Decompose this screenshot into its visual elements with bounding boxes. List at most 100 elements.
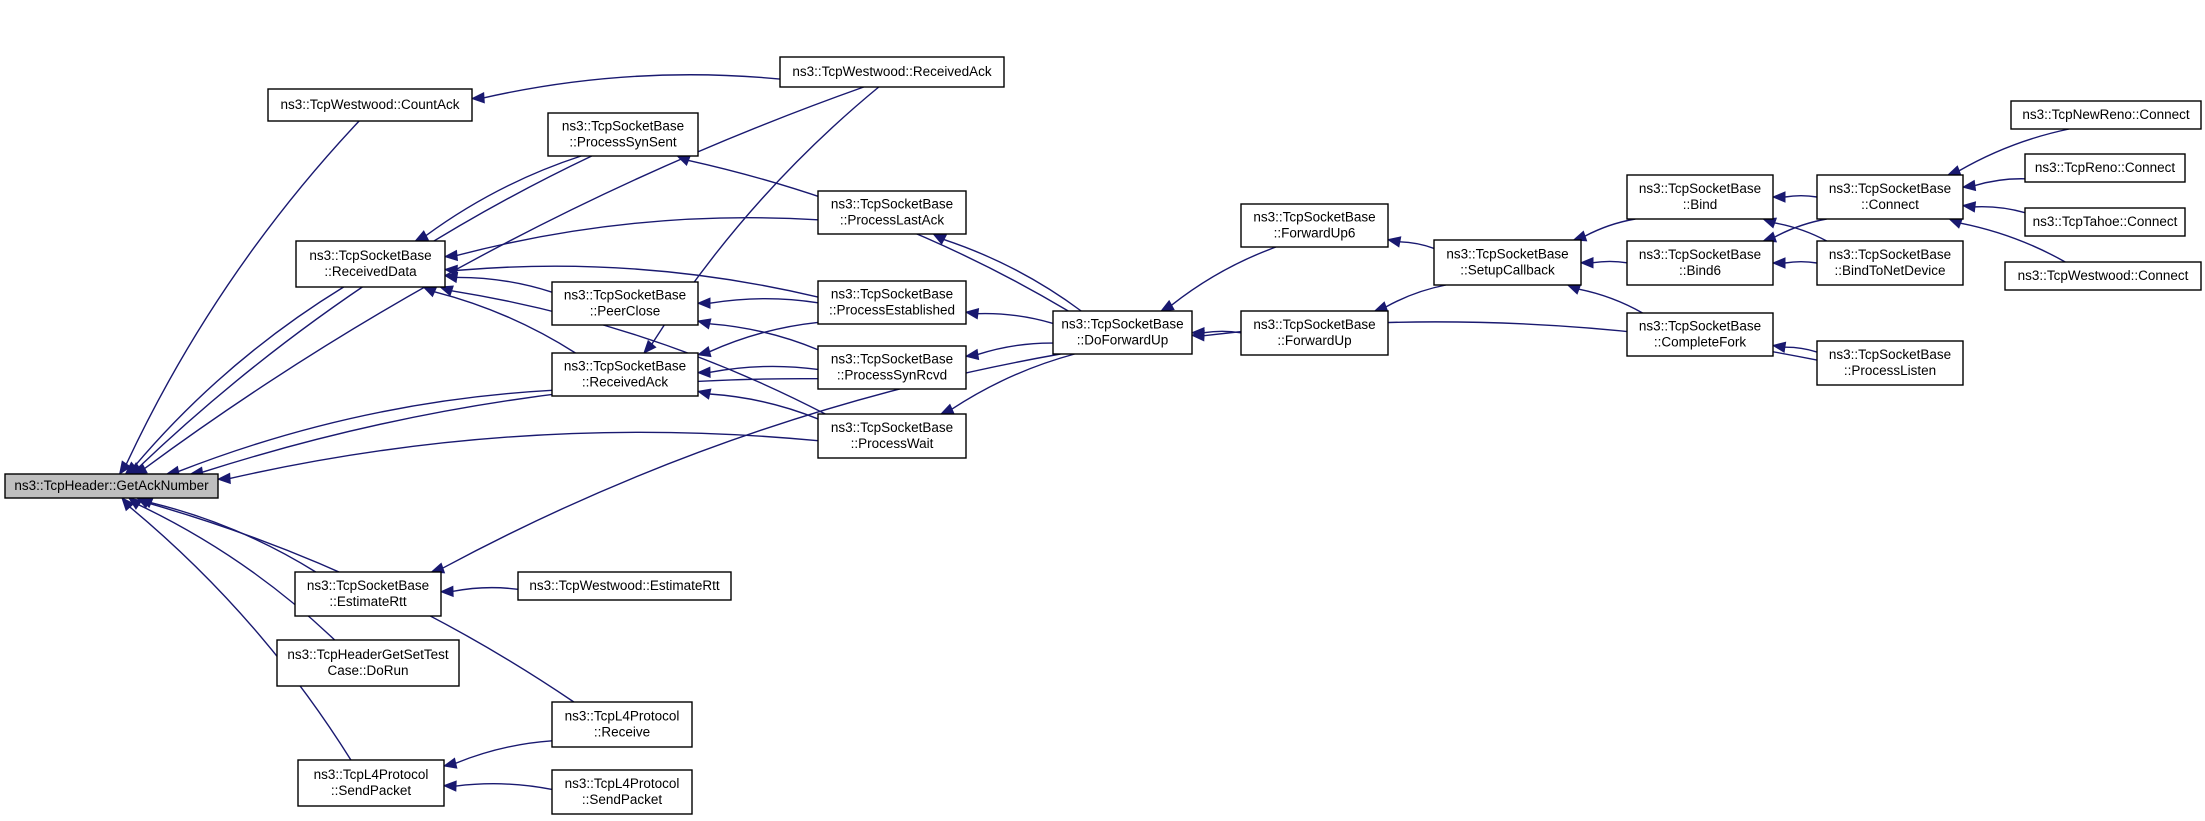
call-edge	[414, 155, 582, 242]
function-node[interactable]: ns3::TcpSocketBase::Connect	[1816, 174, 1964, 220]
call-edge	[443, 264, 819, 298]
node-label: ::SendPacket	[582, 792, 663, 807]
function-node[interactable]: ns3::TcpSocketBase::BindToNetDevice	[1816, 240, 1964, 286]
node-label: ::ForwardUp6	[1274, 226, 1356, 241]
function-node[interactable]: ns3::TcpWestwood::Connect	[2004, 261, 2202, 291]
call-edge	[696, 318, 819, 351]
call-edge	[1762, 218, 1827, 243]
node-label: ns3::TcpSocketBase	[564, 359, 686, 374]
function-node[interactable]: ns3::TcpL4Protocol::SendPacket	[551, 769, 693, 815]
call-edge	[696, 365, 819, 379]
function-node[interactable]: ns3::TcpSocketBase::Bind6	[1626, 240, 1774, 286]
call-edge	[1386, 236, 1435, 250]
call-edge	[1566, 283, 1643, 314]
function-node[interactable]: ns3::TcpSocketBase::ProcessEstablished	[817, 280, 967, 325]
node-box	[1626, 312, 1774, 357]
node-label: ns3::TcpNewReno::Connect	[2022, 107, 2190, 122]
node-label: ::ProcessWait	[851, 436, 934, 451]
node-label: ns3::TcpWestwood::CountAck	[280, 97, 459, 112]
call-edge	[124, 286, 345, 475]
function-node[interactable]: ns3::TcpSocketBase::EstimateRtt	[294, 571, 442, 617]
call-edge	[696, 388, 819, 420]
function-node[interactable]: ns3::TcpSocketBase::SetupCallback	[1433, 239, 1582, 286]
function-node[interactable]: ns3::TcpSocketBase::Bind	[1626, 174, 1774, 220]
function-node[interactable]: ns3::TcpSocketBase::ProcessWait	[817, 413, 967, 459]
node-box	[1626, 174, 1774, 220]
node-box	[551, 281, 699, 326]
call-edge	[127, 155, 593, 475]
node-label: ::SendPacket	[331, 783, 412, 798]
call-edge	[1961, 201, 2026, 214]
node-box	[1816, 340, 1964, 386]
node-box	[817, 345, 967, 390]
call-edge	[1771, 341, 1818, 353]
node-label: ::Bind	[1683, 197, 1718, 212]
node-label: ns3::TcpSocketBase	[1253, 317, 1375, 332]
node-label: ns3::TcpSocketBase	[1639, 319, 1761, 334]
node-label: ::Connect	[1861, 197, 1919, 212]
function-node[interactable]: ns3::TcpSocketBase::ForwardUp6	[1240, 203, 1389, 248]
function-node[interactable]: ns3::TcpL4Protocol::SendPacket	[297, 759, 445, 807]
call-edge	[216, 431, 819, 485]
call-edge	[964, 308, 1054, 325]
node-label: ns3::TcpSocketBase	[1446, 247, 1568, 262]
node-box	[817, 190, 967, 235]
node-box	[551, 769, 693, 815]
node-label: ::ProcessLastAck	[840, 213, 945, 228]
call-edge	[443, 271, 553, 293]
node-label: ns3::TcpSocketBase	[562, 119, 684, 134]
function-node[interactable]: ns3::TcpWestwood::CountAck	[267, 88, 473, 122]
function-node[interactable]: ns3::TcpSocketBase::CompleteFork	[1626, 312, 1774, 357]
call-edge	[442, 780, 553, 792]
node-label: ns3::TcpSocketBase	[1639, 181, 1761, 196]
function-node[interactable]: ns3::TcpSocketBase::ReceivedData	[295, 240, 446, 288]
function-node[interactable]: ns3::TcpSocketBase::ForwardUp	[1240, 310, 1389, 356]
node-box	[2004, 261, 2202, 291]
node-box	[1240, 203, 1389, 248]
node-label: ::DoForwardUp	[1077, 333, 1169, 348]
node-label: ns3::TcpSocketBase	[309, 248, 431, 263]
function-node[interactable]: ns3::TcpSocketBase::ProcessSynRcvd	[817, 345, 967, 390]
node-label: ::Bind6	[1679, 263, 1721, 278]
node-label: ::Receive	[594, 725, 650, 740]
node-box	[551, 701, 693, 748]
call-edge	[1771, 257, 1818, 269]
call-edge	[439, 285, 826, 415]
function-node[interactable]: ns3::TcpWestwood::EstimateRtt	[517, 571, 732, 601]
function-node[interactable]: ns3::TcpL4Protocol::Receive	[551, 701, 693, 748]
node-label: ns3::TcpL4Protocol	[565, 776, 680, 791]
node-label: ns3::TcpReno::Connect	[2035, 160, 2176, 175]
node-label: ns3::TcpL4Protocol	[314, 767, 429, 782]
root-function-node[interactable]: ns3::TcpHeader::GetAckNumber	[4, 473, 219, 499]
call-edge	[1373, 284, 1447, 313]
function-node[interactable]: ns3::TcpNewReno::Connect	[2010, 100, 2202, 130]
node-box	[2010, 100, 2202, 130]
node-label: ::EstimateRtt	[329, 594, 407, 609]
function-node[interactable]: ns3::TcpSocketBase::ProcessSynSent	[547, 112, 699, 157]
function-node[interactable]: ns3::TcpSocketBase::ProcessListen	[1816, 340, 1964, 386]
call-edge	[696, 321, 819, 358]
function-node[interactable]: ns3::TcpReno::Connect	[2024, 153, 2186, 183]
node-label: ns3::TcpSocketBase	[307, 578, 429, 593]
function-nodes: ns3::TcpHeader::GetAckNumberns3::TcpWest…	[4, 56, 2202, 815]
function-node[interactable]: ns3::TcpSocketBase::DoForwardUp	[1052, 310, 1193, 355]
call-edge	[118, 120, 360, 476]
node-label: ns3::TcpWestwood::ReceivedAck	[792, 64, 992, 79]
node-label: ::ProcessListen	[1844, 363, 1936, 378]
call-edge	[127, 497, 336, 641]
function-node[interactable]: ns3::TcpSocketBase::ProcessLastAck	[817, 190, 967, 235]
node-label: ns3::TcpSocketBase	[1829, 247, 1951, 262]
function-node[interactable]: ns3::TcpWestwood::ReceivedAck	[779, 56, 1005, 88]
node-label: ::ProcessSynSent	[569, 135, 677, 150]
node-box	[551, 352, 699, 397]
function-node[interactable]: ns3::TcpTahoe::Connect	[2024, 207, 2186, 237]
function-node[interactable]: ns3::TcpSocketBase::PeerClose	[551, 281, 699, 326]
node-label: Case::DoRun	[327, 663, 408, 678]
node-label: ::CompleteFork	[1654, 335, 1747, 350]
node-label: ::BindToNetDevice	[1834, 263, 1945, 278]
function-node[interactable]: ns3::TcpSocketBase::ReceivedAck	[551, 352, 699, 397]
call-edge	[1579, 256, 1628, 269]
node-label: ::SetupCallback	[1460, 263, 1555, 278]
node-box	[1240, 310, 1389, 356]
